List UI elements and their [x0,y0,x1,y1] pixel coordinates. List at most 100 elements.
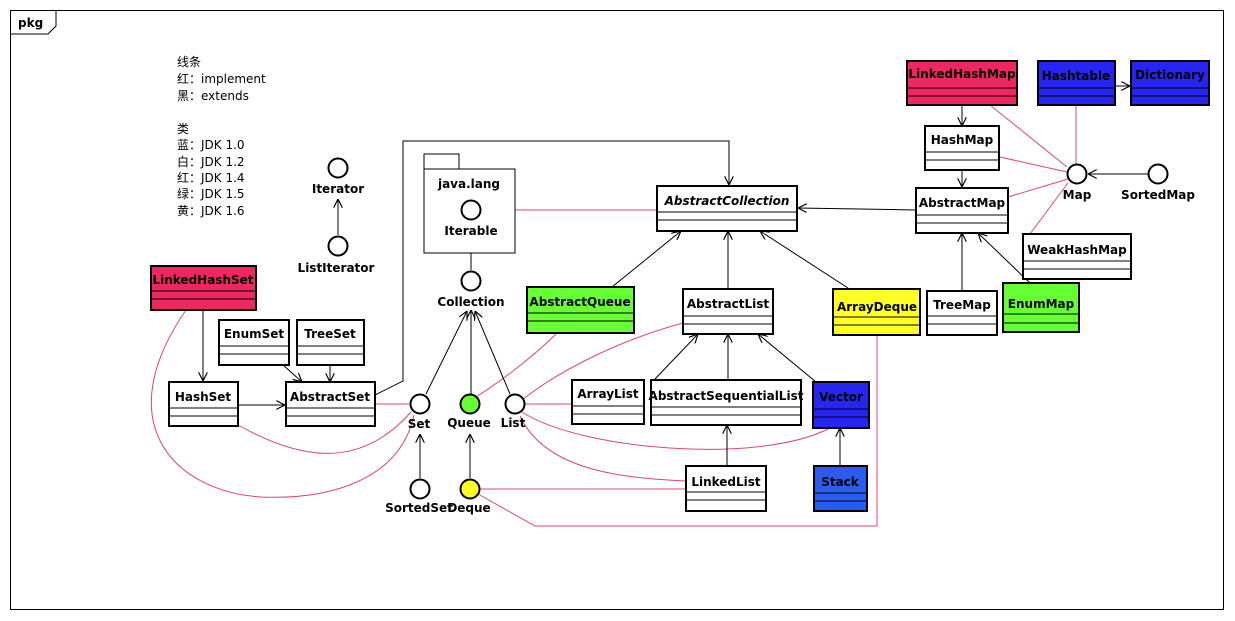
legend-white: 白：JDK 1.2 [177,154,245,169]
class-hashtable[interactable]: Hashtable [1037,60,1116,106]
interface-name: SortedMap [1121,188,1195,202]
interface-name: Map [1063,188,1092,202]
class-name: Stack [821,475,860,489]
class-name: Vector [819,390,863,404]
class-hashmap[interactable]: HashMap [924,125,1000,171]
interface-iterable[interactable]: Iterable [444,199,498,239]
legend-black-line: 黑：extends [177,89,249,103]
interface-name: Set [408,417,431,431]
class-name: AbstractSequentialList [649,389,804,403]
interface-sortedmap[interactable]: SortedMap [1121,163,1195,203]
interface-deque[interactable]: Deque [447,478,491,516]
line-hashmap-map [999,156,1068,173]
class-weakhashmap[interactable]: WeakHashMap [1022,233,1132,280]
edge-abstractset-abstractcollection [374,140,729,396]
class-vector[interactable]: Vector [812,381,870,429]
interface-name: Iterable [444,224,497,238]
implement-lines [150,104,1077,527]
interfaces: Iterator ListIterator Iterable Collectio… [298,157,1195,516]
class-name: ArrayDeque [837,300,917,314]
interface-name: List [501,416,526,430]
class-abstractmap[interactable]: AbstractMap [915,187,1009,234]
line-hashset-set [237,411,412,454]
class-name: AbstractMap [919,196,1006,210]
class-hashset[interactable]: HashSet [168,381,239,427]
class-arraylist[interactable]: ArrayList [571,379,645,425]
edge-abstractqueue-abstractcollection [611,231,681,288]
interface-collection[interactable]: Collection [437,270,505,310]
legend-blue: 蓝：JDK 1.0 [177,138,245,152]
legend: 线条 红：implement 黑：extends 类 蓝：JDK 1.0 白：J… [177,55,266,218]
class-name: HashMap [931,133,994,147]
class-name: HashSet [175,390,232,404]
interface-sortedset[interactable]: SortedSet [385,478,453,516]
legend-lines-title: 线条 [177,55,201,69]
interface-name: Deque [447,501,490,515]
edge-abstractmap-abstractcollection [798,208,917,210]
class-linkedhashset[interactable]: LinkedHashSet [150,265,257,311]
class-enumset[interactable]: EnumSet [218,319,290,366]
class-name: Hashtable [1042,69,1111,83]
class-name: EnumSet [224,327,285,341]
line-linkedhashset-set [150,309,415,498]
class-name: TreeMap [933,298,991,312]
class-name: LinkedList [691,475,761,489]
edge-enummap-abstractmap [978,233,1031,284]
interface-set[interactable]: Set [408,393,431,432]
interface-name: Collection [437,295,504,309]
line-abstractqueue-queue [475,332,558,398]
legend-red: 红：JDK 1.4 [177,170,245,185]
class-name: ArrayList [577,387,639,401]
class-treemap[interactable]: TreeMap [926,290,998,336]
line-linkedhashmap-map [989,104,1068,168]
legend-green: 绿：JDK 1.5 [177,186,245,201]
class-name: Dictionary [1135,68,1205,82]
edge-set-collection [425,311,467,395]
class-linkedlist[interactable]: LinkedList [685,465,767,512]
extends-lines [203,86,1149,478]
interface-name: SortedSet [385,501,453,515]
legend-class-title: 类 [177,122,189,136]
line-vector-list [521,411,831,450]
line-abstractmap-map [1007,178,1069,198]
class-stack[interactable]: Stack [813,465,868,512]
edge-enumset-abstractset [281,363,302,382]
edge-list-collection [475,311,511,395]
line-abstractlist-list [521,322,684,401]
line-arraydeque-deque [477,335,878,527]
line-linkedlist-list [519,415,687,482]
class-abstractcollection[interactable]: AbstractCollection [656,185,798,232]
edge-arraydeque-abstractcollection [760,231,849,289]
classes: LinkedHashMap Hashtable Dictionary HashM… [150,60,1210,512]
interface-name: Iterator [312,182,364,196]
interface-name: ListIterator [298,261,375,275]
interface-map[interactable]: Map [1063,163,1092,203]
frame-tab: pkg [10,10,57,35]
interface-iterator[interactable]: Iterator [312,157,364,197]
package-name: java.lang [437,177,500,191]
class-name: AbstractList [687,297,770,311]
class-name: AbstractCollection [664,194,790,208]
class-abstractqueue[interactable]: AbstractQueue [526,286,635,334]
edge-arraylist-abstractlist [654,334,698,380]
legend-yellow: 黄：JDK 1.6 [177,204,245,218]
edge-vector-abstractlist [758,334,817,383]
class-name: AbstractQueue [529,295,630,309]
interface-listiterator[interactable]: ListIterator [298,235,375,276]
class-treeset[interactable]: TreeSet [296,319,365,366]
class-abstractlist[interactable]: AbstractList [682,288,774,335]
class-name: LinkedHashSet [152,273,253,287]
class-name: WeakHashMap [1027,243,1127,257]
class-arraydeque[interactable]: ArrayDeque [832,288,921,336]
class-enummap[interactable]: EnumMap [1002,282,1080,333]
line-weakhashmap-map [1029,182,1069,235]
interface-queue[interactable]: Queue [447,393,491,431]
class-linkedhashmap[interactable]: LinkedHashMap [906,60,1018,106]
interface-list[interactable]: List [501,393,526,431]
class-name: AbstractSet [290,390,370,404]
class-abstractsequentiallist[interactable]: AbstractSequentialList [649,379,804,426]
class-abstractset[interactable]: AbstractSet [285,381,376,427]
class-name: TreeSet [304,327,356,341]
legend-red-line: 红：implement [177,71,266,86]
class-dictionary[interactable]: Dictionary [1130,60,1210,106]
